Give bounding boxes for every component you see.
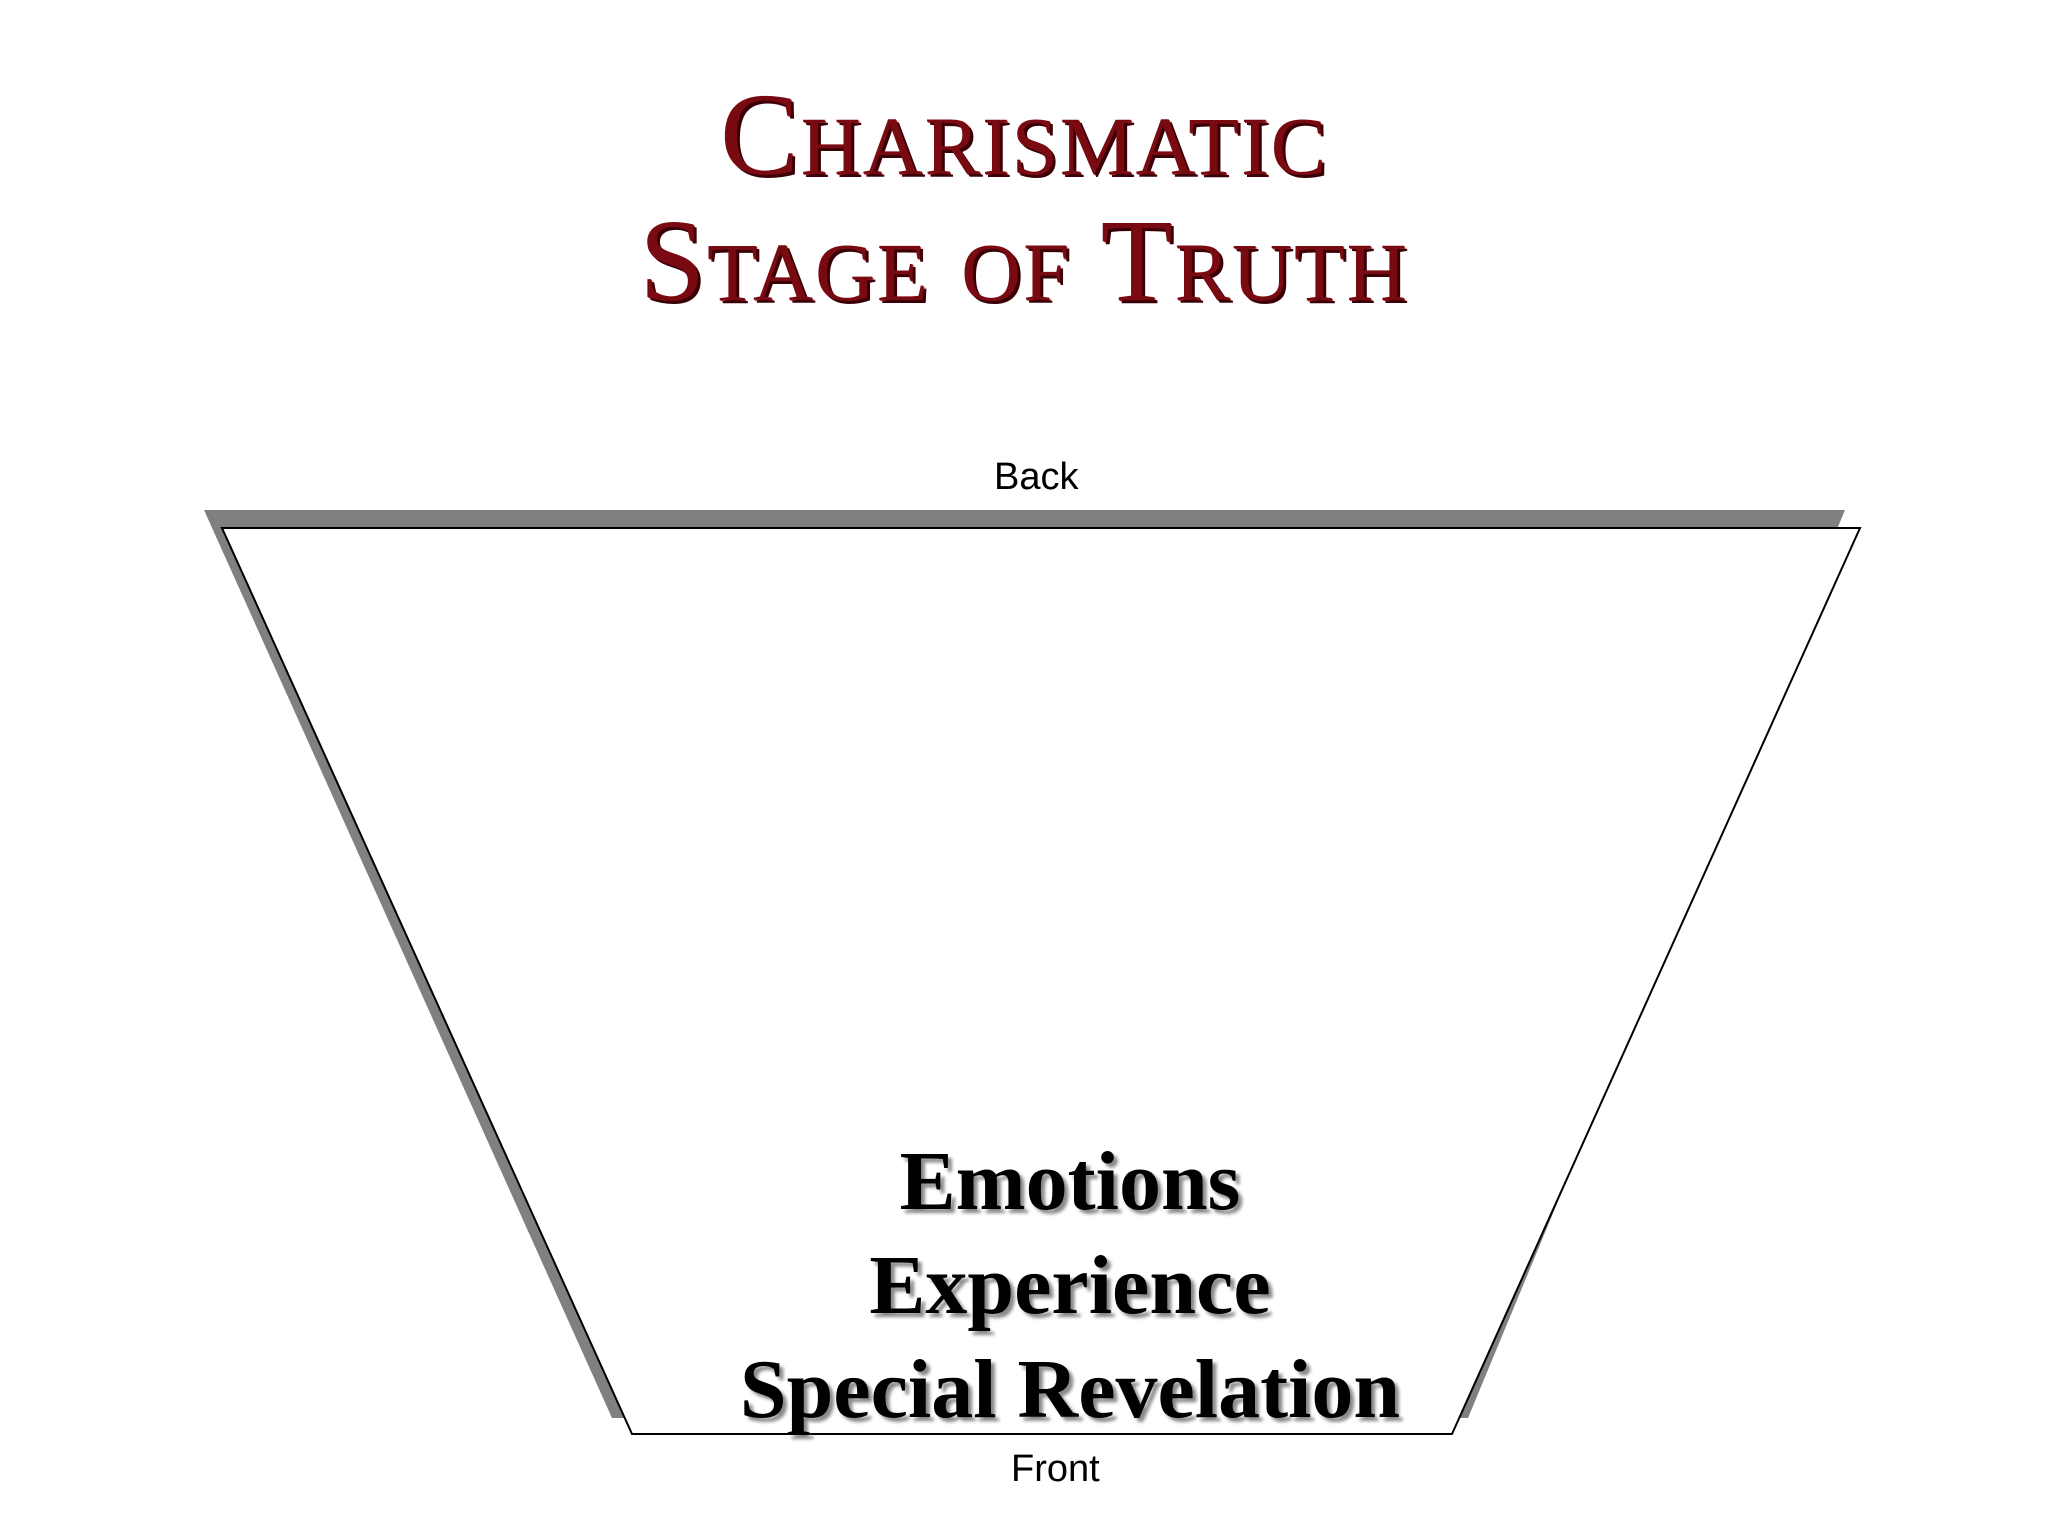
stage-trapezoid (220, 527, 1862, 1435)
front-label: Front (1011, 1448, 1100, 1490)
title-line-1: Charismatic (720, 69, 1328, 200)
truth-item-emotions: Emotions (899, 1135, 1241, 1228)
title-line-2: Stage of Truth (639, 195, 1409, 326)
truth-item-special-revelation: Special Revelation (739, 1343, 1401, 1436)
truth-item-experience: Experience (869, 1239, 1271, 1332)
truth-list: Emotions Experience Special Revelation (620, 1130, 1520, 1442)
back-label: Back (994, 456, 1079, 498)
